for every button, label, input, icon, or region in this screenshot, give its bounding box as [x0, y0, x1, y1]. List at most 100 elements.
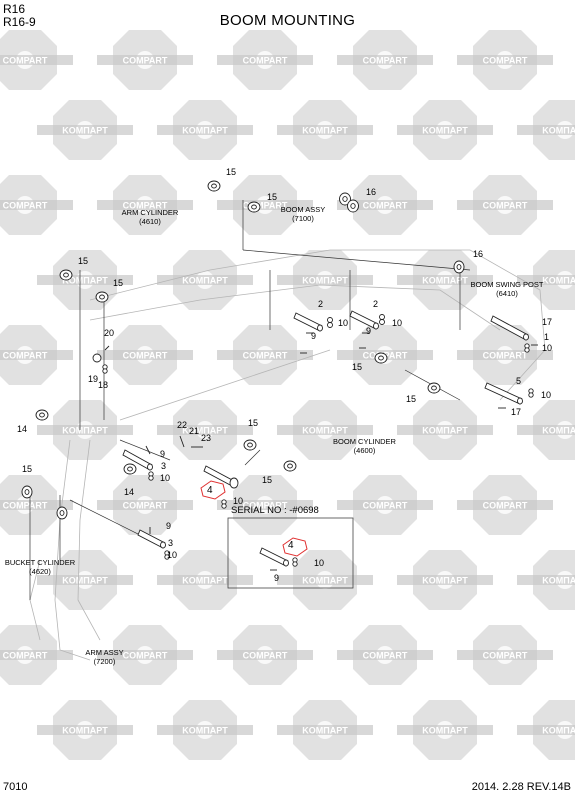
svg-text:COMPART: COMPART [483, 351, 528, 361]
watermark-logo: KOMПAPT [37, 550, 133, 610]
pin-2-right [349, 310, 379, 330]
watermark-logo: KOMПAPT [397, 700, 493, 760]
callout-3: 3 [161, 461, 167, 471]
svg-text:COMPART: COMPART [123, 201, 168, 211]
svg-text:KOMПAPT: KOMПAPT [302, 726, 348, 736]
callout-15: 15 [248, 418, 259, 428]
watermark-logo: KOMПAPT [277, 700, 373, 760]
svg-text:COMPART: COMPART [483, 201, 528, 211]
callout-3: 3 [168, 538, 174, 548]
watermark-logo: KOMПAPT [157, 250, 253, 310]
svg-text:KOMПAPT: KOMПAPT [62, 426, 108, 436]
watermark-logo: COMPART [0, 325, 73, 385]
callout-9: 9 [366, 326, 372, 336]
svg-text:KOMПAPT: KOMПAPT [542, 576, 575, 586]
svg-text:KOMПAPT: KOMПAPT [422, 726, 468, 736]
svg-text:COMPART: COMPART [243, 56, 288, 66]
watermark-logo: KOMПAPT [517, 100, 575, 160]
watermark-logo: KOMПAPT [517, 700, 575, 760]
callout-10: 10 [160, 473, 171, 483]
watermark-logo: KOMПAPT [277, 250, 373, 310]
callout-9: 9 [166, 521, 172, 531]
watermark-logo: COMPART [97, 30, 193, 90]
callout-4-highlighted: 4 [207, 485, 213, 496]
svg-text:KOMПAPT: KOMПAPT [422, 576, 468, 586]
callout-10: 10 [392, 318, 403, 328]
svg-text:KOMПAPT: KOMПAPT [542, 426, 575, 436]
serial-note: SERIAL NO : -#0698 [231, 505, 319, 516]
watermark-logo: COMPART [457, 625, 553, 685]
svg-text:KOMПAPT: KOMПAPT [302, 276, 348, 286]
arm-inner-outline [77, 439, 101, 641]
callout-19: 19 [88, 374, 99, 384]
watermark-logo: KOMПAPT [37, 100, 133, 160]
svg-text:KOMПAPT: KOMПAPT [182, 576, 228, 586]
watermark-logo: COMPART [97, 325, 193, 385]
svg-text:KOMПAPT: KOMПAPT [182, 276, 228, 286]
callout-15: 15 [352, 362, 363, 372]
label-boom-swing-post: BOOM SWING POST(6410) [470, 280, 544, 298]
svg-text:COMPART: COMPART [3, 501, 48, 511]
svg-text:KOMПAPT: KOMПAPT [422, 276, 468, 286]
svg-text:KOMПAPT: KOMПAPT [422, 426, 468, 436]
svg-text:KOMПAPT: KOMПAPT [302, 426, 348, 436]
pin-3-upper [122, 449, 153, 471]
svg-text:COMPART: COMPART [3, 351, 48, 361]
svg-text:COMPART: COMPART [123, 56, 168, 66]
watermark-logo: COMPART [217, 175, 313, 235]
svg-text:COMPART: COMPART [243, 501, 288, 511]
callout-2: 2 [318, 299, 324, 309]
svg-text:KOMПAPT: KOMПAPT [542, 126, 575, 136]
watermark-logo: COMPART [337, 475, 433, 535]
svg-text:KOMПAPT: KOMПAPT [302, 126, 348, 136]
watermark-logo: KOMПAPT [517, 550, 575, 610]
svg-text:COMPART: COMPART [363, 501, 408, 511]
callout-9: 9 [274, 573, 280, 583]
callout-15: 15 [113, 278, 124, 288]
callout-16: 16 [366, 187, 377, 197]
svg-text:COMPART: COMPART [243, 351, 288, 361]
svg-text:KOMПAPT: KOMПAPT [302, 576, 348, 586]
callout-15: 15 [226, 167, 237, 177]
callout-14: 14 [17, 424, 28, 434]
svg-text:KOMПAPT: KOMПAPT [542, 726, 575, 736]
svg-text:COMPART: COMPART [123, 501, 168, 511]
svg-text:COMPART: COMPART [123, 351, 168, 361]
watermark-logo: COMPART [337, 625, 433, 685]
callout-17: 17 [511, 407, 522, 417]
watermark-logo: KOMПAPT [277, 100, 373, 160]
pin-4-serial [259, 547, 289, 567]
watermark-logo: KOMПAPT [277, 400, 373, 460]
serial-box [227, 517, 354, 589]
callout-20: 20 [104, 328, 115, 338]
pin-4-main [203, 465, 239, 489]
callout-10: 10 [542, 343, 553, 353]
model-variant: R16-9 [3, 15, 36, 29]
callout-16: 16 [473, 249, 484, 259]
watermark-logo: KOMПAPT [397, 550, 493, 610]
callout-14: 14 [124, 487, 135, 497]
watermark-logo: COMPART [457, 475, 553, 535]
watermark-logo: COMPART [0, 30, 73, 90]
svg-text:KOMПAPT: KOMПAPT [182, 426, 228, 436]
svg-text:KOMПAPT: KOMПAPT [422, 126, 468, 136]
callout-18: 18 [98, 380, 109, 390]
callout-10: 10 [314, 558, 325, 568]
watermark-logo: COMPART [217, 325, 313, 385]
label-arm-assy: ARM ASSY(7200) [85, 648, 124, 666]
callout-22: 22 [177, 420, 188, 430]
svg-text:COMPART: COMPART [3, 56, 48, 66]
pin-5 [484, 382, 523, 405]
svg-text:COMPART: COMPART [3, 201, 48, 211]
callout-15: 15 [406, 394, 417, 404]
pin-1 [490, 315, 529, 341]
pin-3-lower [137, 529, 166, 549]
callout-21: 21 [189, 426, 200, 436]
watermark-logo: COMPART [97, 175, 193, 235]
revision-date: 2014. 2.28 REV.14B [471, 781, 571, 793]
watermark-logo: COMPART [0, 625, 73, 685]
watermark-logo: COMPART [97, 475, 193, 535]
